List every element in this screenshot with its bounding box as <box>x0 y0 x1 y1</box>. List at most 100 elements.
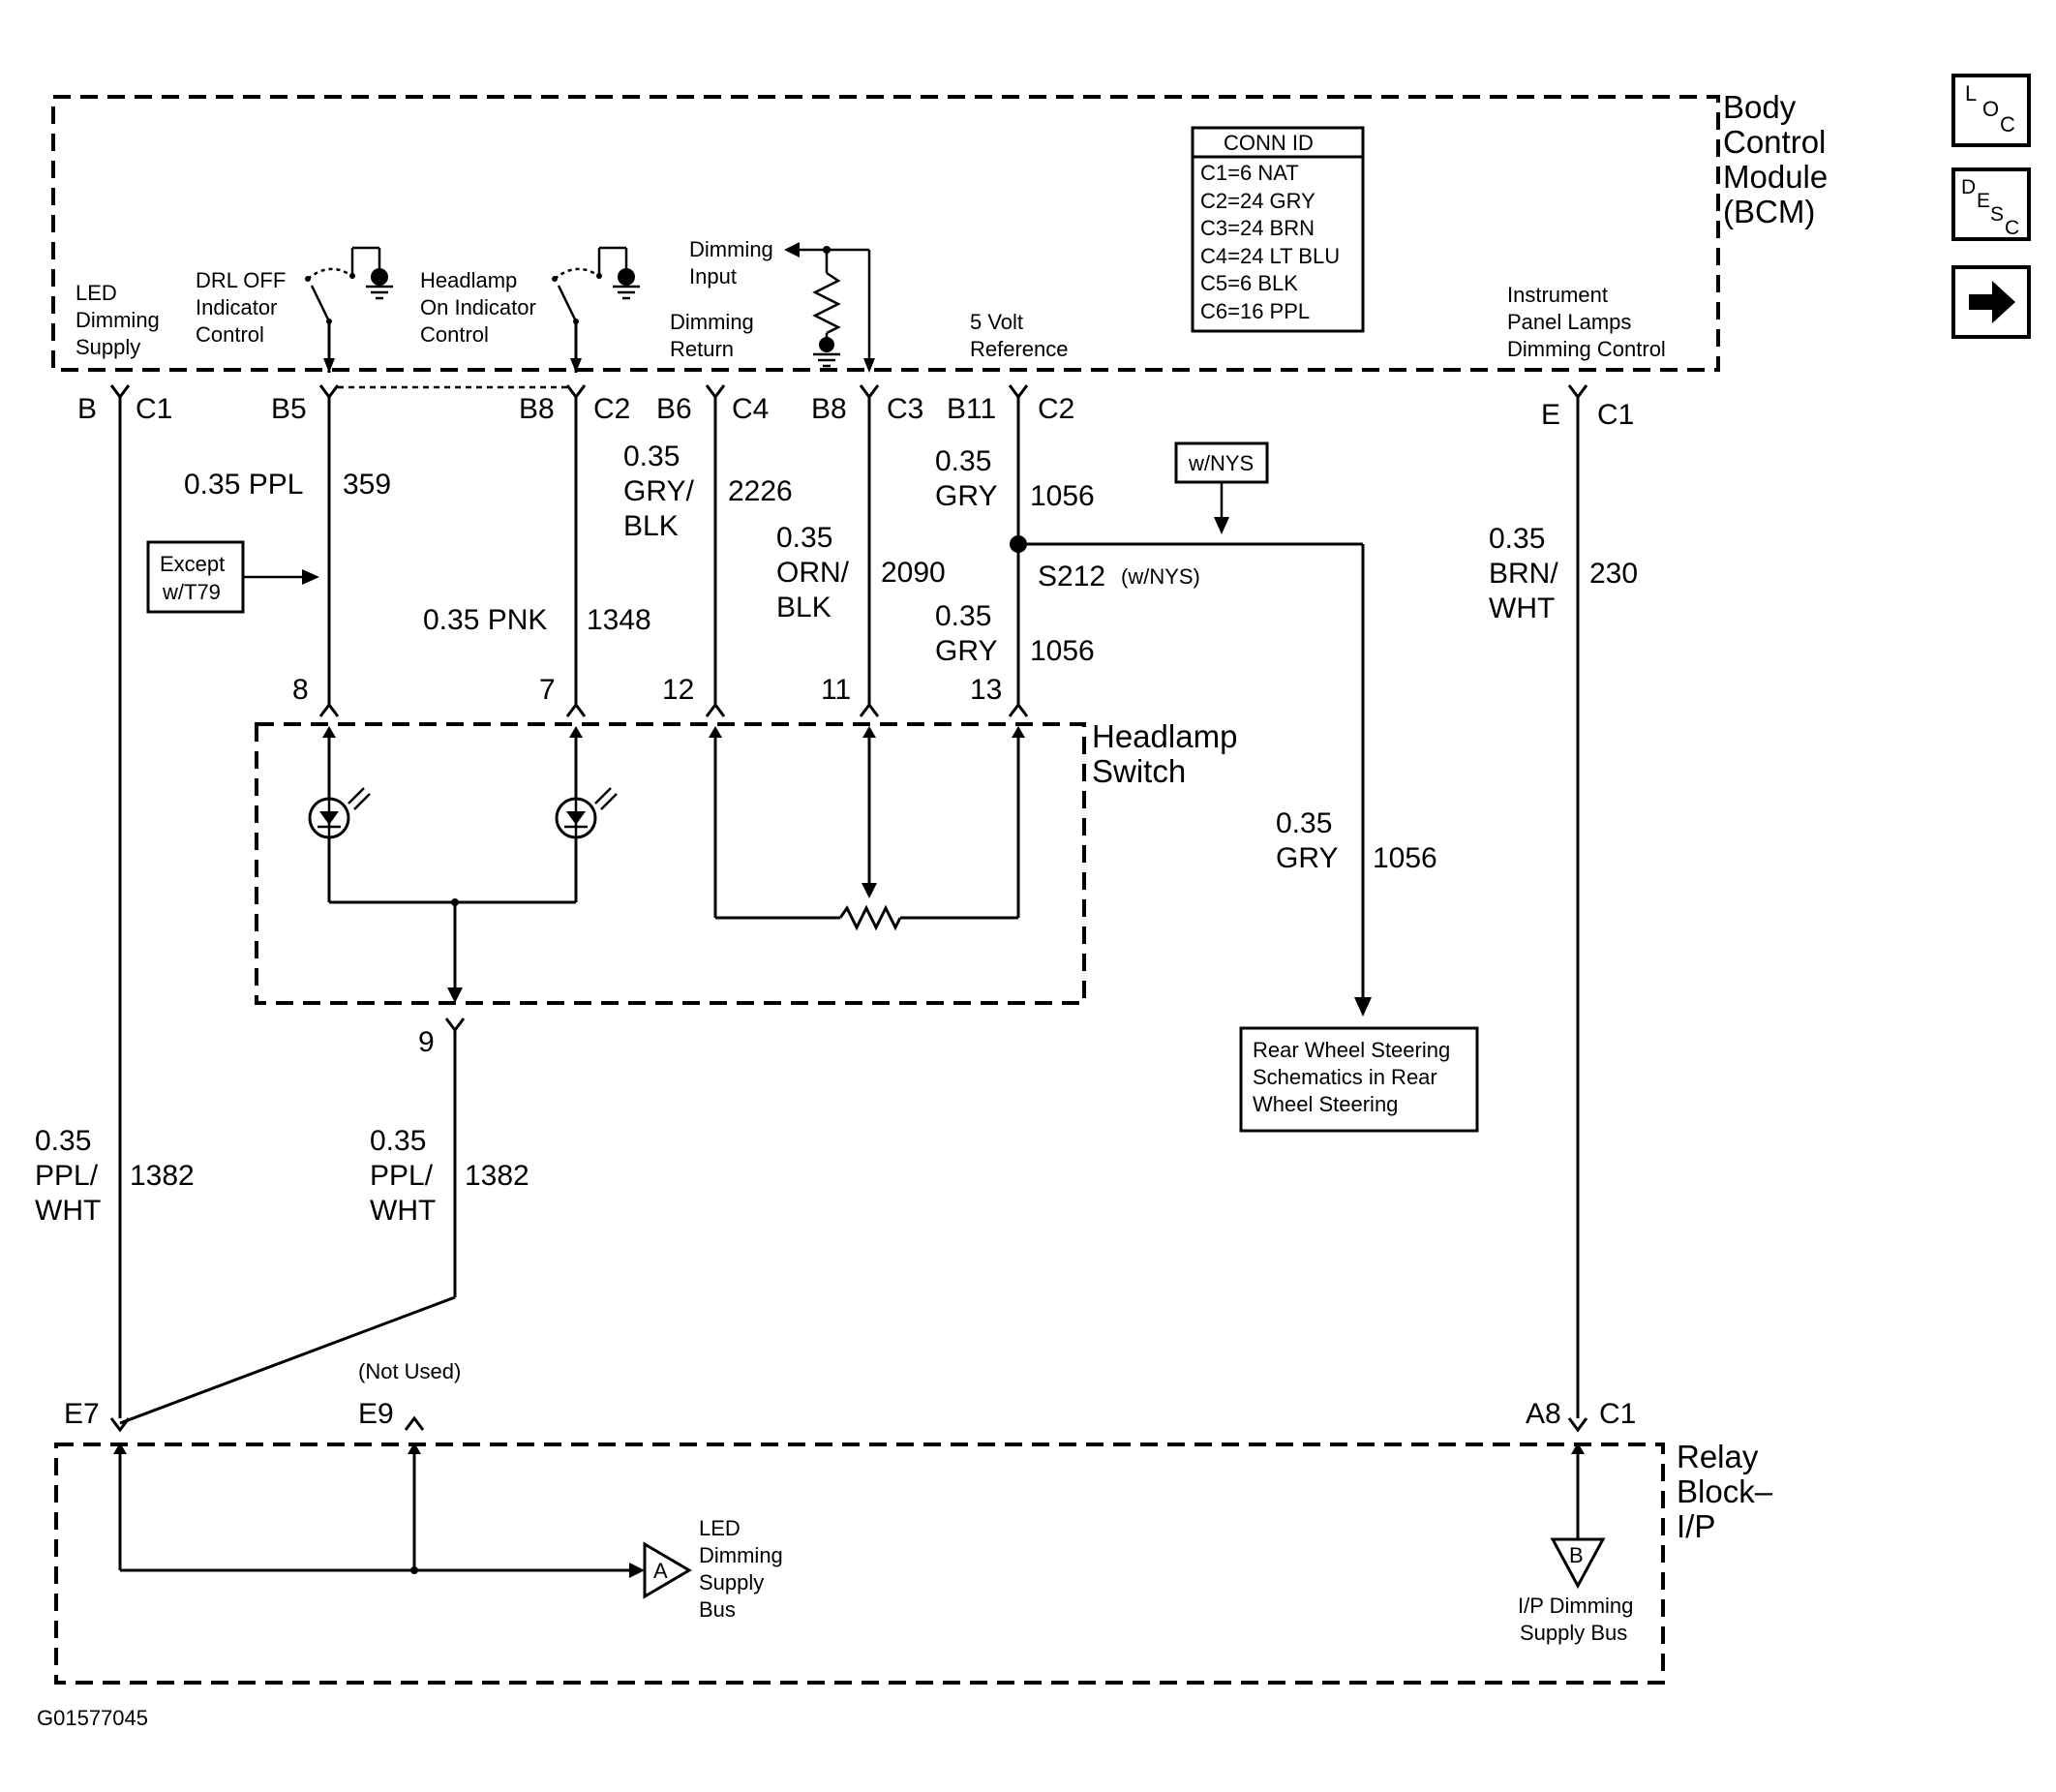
svg-text:Control: Control <box>1723 124 1826 160</box>
svg-text:ORN/: ORN/ <box>776 557 850 589</box>
svg-text:E9: E9 <box>358 1398 394 1430</box>
svg-text:S212: S212 <box>1038 561 1105 592</box>
svg-text:C3=24 BRN: C3=24 BRN <box>1200 216 1315 240</box>
next-page-button[interactable] <box>1951 265 2031 339</box>
svg-text:0.35: 0.35 <box>623 440 680 472</box>
svg-text:C1: C1 <box>136 393 172 425</box>
svg-text:I/P Dimming: I/P Dimming <box>1518 1594 1633 1618</box>
dimmer-potentiometer-icon <box>709 726 1025 931</box>
svg-text:0.35: 0.35 <box>935 445 991 477</box>
figure-id: G01577045 <box>37 1706 148 1730</box>
svg-text:Relay: Relay <box>1677 1439 1759 1474</box>
switch-pin-9: 9 <box>119 1017 466 1425</box>
loc-button[interactable]: L O C <box>1951 74 2031 147</box>
svg-text:On Indicator: On Indicator <box>420 295 536 319</box>
svg-text:S: S <box>1990 203 2004 226</box>
svg-text:8: 8 <box>292 674 309 706</box>
bcm-pin-labels: B C1 B5 B8 C2 B6 C4 B8 C3 B11 C2 E C1 <box>77 393 1634 431</box>
bcm-function-labels: LED Dimming Supply DRL OFF Indicator Con… <box>76 237 1666 361</box>
relay-pin-forks <box>109 1415 1588 1433</box>
svg-text:0.35: 0.35 <box>35 1125 91 1157</box>
svg-text:Block–: Block– <box>1677 1473 1773 1509</box>
svg-text:Supply Bus: Supply Bus <box>1520 1621 1627 1645</box>
svg-text:B8: B8 <box>519 393 555 425</box>
svg-text:C: C <box>2005 217 2019 239</box>
svg-text:Wheel Steering: Wheel Steering <box>1253 1092 1398 1116</box>
svg-text:Headlamp: Headlamp <box>1092 718 1237 754</box>
svg-text:Control: Control <box>196 322 264 347</box>
svg-text:Body: Body <box>1723 89 1797 125</box>
headlamp-indicator-switch-icon <box>552 246 640 373</box>
svg-text:Return: Return <box>670 337 734 361</box>
svg-text:WHT: WHT <box>370 1195 436 1227</box>
svg-text:11: 11 <box>821 674 851 706</box>
svg-text:(BCM): (BCM) <box>1723 194 1815 229</box>
svg-text:WHT: WHT <box>35 1195 101 1227</box>
svg-text:Control: Control <box>420 322 489 347</box>
svg-text:Supply: Supply <box>699 1570 764 1595</box>
svg-text:Dimming: Dimming <box>76 308 160 332</box>
svg-text:Schematics in Rear: Schematics in Rear <box>1253 1065 1437 1089</box>
switch-pin-forks <box>318 702 1029 717</box>
bcm-outline <box>51 95 1720 372</box>
arrow-right-icon <box>1969 281 2015 323</box>
svg-text:Dimming: Dimming <box>670 310 754 334</box>
svg-text:BRN/: BRN/ <box>1489 558 1558 590</box>
svg-text:Reference: Reference <box>970 337 1069 361</box>
svg-text:9: 9 <box>418 1026 435 1058</box>
bcm-label: Body Control Module (BCM) <box>1723 89 1828 229</box>
svg-text:E7: E7 <box>64 1398 100 1430</box>
svg-text:Panel Lamps: Panel Lamps <box>1507 310 1631 334</box>
svg-text:B: B <box>1569 1543 1584 1567</box>
svg-text:E: E <box>1977 190 1990 212</box>
svg-text:B5: B5 <box>271 393 307 425</box>
switch-pin-labels: 8 7 12 11 13 <box>292 674 1002 706</box>
svg-text:0.35: 0.35 <box>776 522 832 554</box>
svg-text:C1: C1 <box>1599 1398 1636 1430</box>
svg-text:1056: 1056 <box>1030 480 1095 512</box>
except-note: Except w/T79 <box>146 540 319 614</box>
svg-text:CONN ID: CONN ID <box>1224 131 1314 155</box>
svg-text:WHT: WHT <box>1489 592 1555 624</box>
svg-text:C2: C2 <box>593 393 630 425</box>
svg-text:0.35: 0.35 <box>370 1125 426 1157</box>
svg-text:0.35: 0.35 <box>935 600 991 632</box>
svg-text:359: 359 <box>343 469 391 501</box>
svg-text:Instrument: Instrument <box>1507 283 1608 307</box>
svg-text:C6=16 PPL: C6=16 PPL <box>1200 299 1310 323</box>
drl-switch-icon <box>305 246 393 373</box>
relay-internal-wiring <box>113 1443 1585 1578</box>
svg-text:Indicator: Indicator <box>196 295 277 319</box>
led-indicator-icon <box>555 726 618 902</box>
svg-text:BLK: BLK <box>623 510 679 542</box>
led-indicator-icon <box>308 726 371 902</box>
svg-text:1382: 1382 <box>130 1160 195 1192</box>
svg-text:LED: LED <box>76 281 117 305</box>
svg-text:A: A <box>653 1559 668 1583</box>
svg-text:Dimming: Dimming <box>689 237 773 261</box>
svg-text:B11: B11 <box>947 393 996 425</box>
svg-text:7: 7 <box>539 674 556 706</box>
svg-text:Bus: Bus <box>699 1597 736 1622</box>
bus-b-symbol: B I/P Dimming Supply Bus <box>1518 1537 1633 1645</box>
svg-text:2090: 2090 <box>881 557 946 589</box>
headlamp-switch-outline <box>255 722 1086 1005</box>
svg-text:LED: LED <box>699 1516 741 1540</box>
svg-text:Module: Module <box>1723 159 1828 195</box>
svg-text:B: B <box>77 393 97 425</box>
svg-text:C4: C4 <box>732 393 769 425</box>
relay-block-outline <box>54 1443 1665 1685</box>
svg-text:BLK: BLK <box>776 592 831 623</box>
desc-button[interactable]: D E S C <box>1951 167 2031 241</box>
svg-text:w/T79: w/T79 <box>162 580 221 604</box>
svg-text:(Not Used): (Not Used) <box>358 1359 461 1383</box>
svg-text:C5=6 BLK: C5=6 BLK <box>1200 271 1298 295</box>
svg-text:Rear Wheel Steering: Rear Wheel Steering <box>1253 1038 1450 1062</box>
svg-text:Dimming: Dimming <box>699 1543 783 1567</box>
bus-a-symbol: A LED Dimming Supply Bus <box>643 1516 783 1622</box>
relay-pin-labels: E7 E9 (Not Used) A8 C1 <box>64 1359 1636 1430</box>
svg-text:C1: C1 <box>1597 399 1634 431</box>
svg-text:0.35 PNK: 0.35 PNK <box>423 604 547 636</box>
svg-text:PPL/: PPL/ <box>370 1160 434 1192</box>
